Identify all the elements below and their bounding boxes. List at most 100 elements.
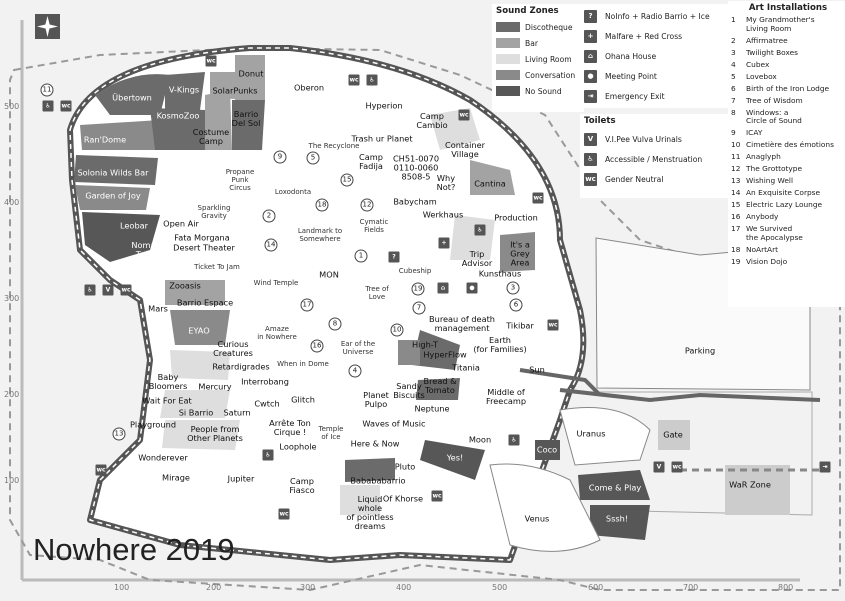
art-marker[interactable]: 18 <box>315 198 329 212</box>
camp-label[interactable]: Solonia Wilds Bar <box>77 167 149 178</box>
camp-label[interactable]: Temple of Ice <box>318 425 344 441</box>
camp-label[interactable]: The Recyclone <box>308 142 360 150</box>
camp-label[interactable]: Zooasis <box>169 280 201 291</box>
camp-label[interactable]: KosmoZoo <box>156 110 200 121</box>
camp-label[interactable]: Ear of the Universe <box>340 340 376 356</box>
camp-label[interactable]: Costume Camp <box>192 127 230 146</box>
camp-label[interactable]: Camp Cambio <box>416 111 448 130</box>
art-marker[interactable]: 9 <box>273 150 287 164</box>
camp-label[interactable]: Loxodonta <box>274 188 312 196</box>
camp-label[interactable]: People from Other Planets <box>187 424 243 443</box>
camp-label[interactable]: Of Khorse <box>382 493 424 504</box>
camp-label[interactable]: Venus <box>524 513 550 524</box>
camp-label[interactable]: Earth (for Families) <box>473 335 527 354</box>
camp-label[interactable]: Barrio Espace <box>176 297 234 308</box>
camp-label[interactable]: V-Kings <box>168 84 200 95</box>
camp-label[interactable]: Jupiter <box>227 473 255 484</box>
camp-label[interactable]: Coco <box>536 444 558 455</box>
camp-label[interactable]: Kunsthaus <box>478 268 522 279</box>
camp-label[interactable]: Curious Creatures <box>213 339 253 358</box>
camp-label[interactable]: Sparkling Gravity <box>197 204 231 220</box>
camp-label[interactable]: Si Barrio <box>178 407 214 418</box>
camp-label[interactable]: Gate <box>663 429 683 440</box>
camp-label[interactable]: Desert Theater <box>173 242 235 253</box>
art-marker[interactable]: 13 <box>112 427 126 441</box>
camp-label[interactable]: Container Village <box>444 140 486 159</box>
camp-label[interactable]: Pluto <box>394 461 416 472</box>
camp-label[interactable]: Why Not? <box>436 173 456 192</box>
camp-label[interactable]: Bureau of death management <box>429 314 495 333</box>
camp-label[interactable]: Parking <box>684 345 716 356</box>
art-marker[interactable]: 11 <box>40 83 54 97</box>
art-marker[interactable]: 2 <box>262 209 276 223</box>
camp-label[interactable]: Tikibar <box>506 320 534 331</box>
camp-label[interactable]: Playground <box>129 419 177 430</box>
art-marker[interactable]: 15 <box>340 173 354 187</box>
camp-label[interactable]: Camp Fadija <box>359 152 383 171</box>
camp-label[interactable]: Middle of Freecamp <box>485 387 527 406</box>
camp-label[interactable]: When in Dome <box>277 360 329 368</box>
art-marker[interactable]: 6 <box>509 298 523 312</box>
art-marker[interactable]: 14 <box>264 238 278 252</box>
camp-label[interactable]: Wonderever <box>138 452 188 463</box>
camp-label[interactable]: Donut <box>238 68 264 79</box>
camp-label[interactable]: Amaze in Nowhere <box>257 325 297 341</box>
camp-label[interactable]: It's a Grey Area <box>510 239 530 268</box>
camp-label[interactable]: Fata Morgana <box>174 232 230 243</box>
camp-label[interactable]: Titania <box>452 362 480 373</box>
camp-label[interactable]: Leobar <box>119 220 149 231</box>
camp-label[interactable]: Glitch <box>291 394 315 405</box>
camp-label[interactable]: Sun <box>529 364 545 375</box>
camp-label[interactable]: Come & Play <box>588 482 642 493</box>
camp-label[interactable]: Sandy Biscuits <box>393 381 425 400</box>
camp-label[interactable]: Babababarrio <box>350 475 406 486</box>
art-marker[interactable]: 17 <box>300 298 314 312</box>
camp-label[interactable]: Open Air <box>163 218 199 229</box>
camp-label[interactable]: Camp Fiasco <box>289 476 315 495</box>
camp-label[interactable]: High-T <box>411 339 439 350</box>
camp-label[interactable]: EYAO <box>188 325 210 336</box>
camp-label[interactable]: Loophole <box>279 441 317 452</box>
art-marker[interactable]: 5 <box>306 151 320 165</box>
art-marker[interactable]: 8 <box>328 317 342 331</box>
camp-label[interactable]: Trash ur Planet <box>351 133 413 144</box>
camp-label[interactable]: Moon <box>468 434 492 445</box>
art-marker[interactable]: 10 <box>390 323 404 337</box>
art-marker[interactable]: 19 <box>411 282 425 296</box>
camp-label[interactable]: Übertown <box>112 92 152 103</box>
camp-label[interactable]: Nomad Town <box>131 240 161 259</box>
art-marker[interactable]: 12 <box>360 198 374 212</box>
art-marker[interactable]: 16 <box>310 339 324 353</box>
camp-label[interactable]: Garden of Joy <box>85 190 141 201</box>
camp-label[interactable]: Arrête Ton Cirque ! <box>269 418 311 437</box>
camp-label[interactable]: Interrobang <box>241 376 289 387</box>
camp-label[interactable]: Production <box>494 212 538 223</box>
art-marker[interactable]: 3 <box>506 281 520 295</box>
camp-label[interactable]: Baby Bloomers <box>148 372 188 391</box>
camp-label[interactable]: Wind Temple <box>253 279 299 287</box>
camp-label[interactable]: Cantina <box>474 178 506 189</box>
camp-label[interactable]: Liquid whole of pointless dreams <box>346 494 394 531</box>
camp-label[interactable]: Landmark to Somewhere <box>297 227 343 243</box>
camp-label[interactable]: Cubeship <box>398 267 432 275</box>
camp-label[interactable]: Werkhaus <box>422 209 464 220</box>
camp-label[interactable]: Here & Now <box>350 438 400 449</box>
art-marker[interactable]: 4 <box>348 364 362 378</box>
camp-label[interactable]: Bread & Tomato <box>423 376 457 395</box>
camp-label[interactable]: Cwtch <box>254 398 280 409</box>
camp-label[interactable]: Trip Advisor <box>461 249 493 268</box>
art-marker[interactable]: 1 <box>354 249 368 263</box>
camp-label[interactable]: Mercury <box>198 381 232 392</box>
camp-label[interactable]: Mirage <box>162 472 190 483</box>
camp-label[interactable]: Babycham <box>393 196 437 207</box>
camp-label[interactable]: Ran'Dome <box>83 134 127 145</box>
camp-label[interactable]: Neptune <box>414 403 450 414</box>
camp-label[interactable]: Barrio Del Sol <box>231 109 261 128</box>
camp-label[interactable]: SolarPunks <box>212 85 258 96</box>
camp-label[interactable]: Planet Pulpo <box>363 390 389 409</box>
camp-label[interactable]: Ticket To Jam <box>194 263 240 271</box>
camp-label[interactable]: Cymatic Fields <box>359 218 389 234</box>
camp-label[interactable]: Uranus <box>576 428 606 439</box>
camp-label[interactable]: Mars <box>148 303 168 314</box>
camp-label[interactable]: Waves of Music <box>362 418 426 429</box>
